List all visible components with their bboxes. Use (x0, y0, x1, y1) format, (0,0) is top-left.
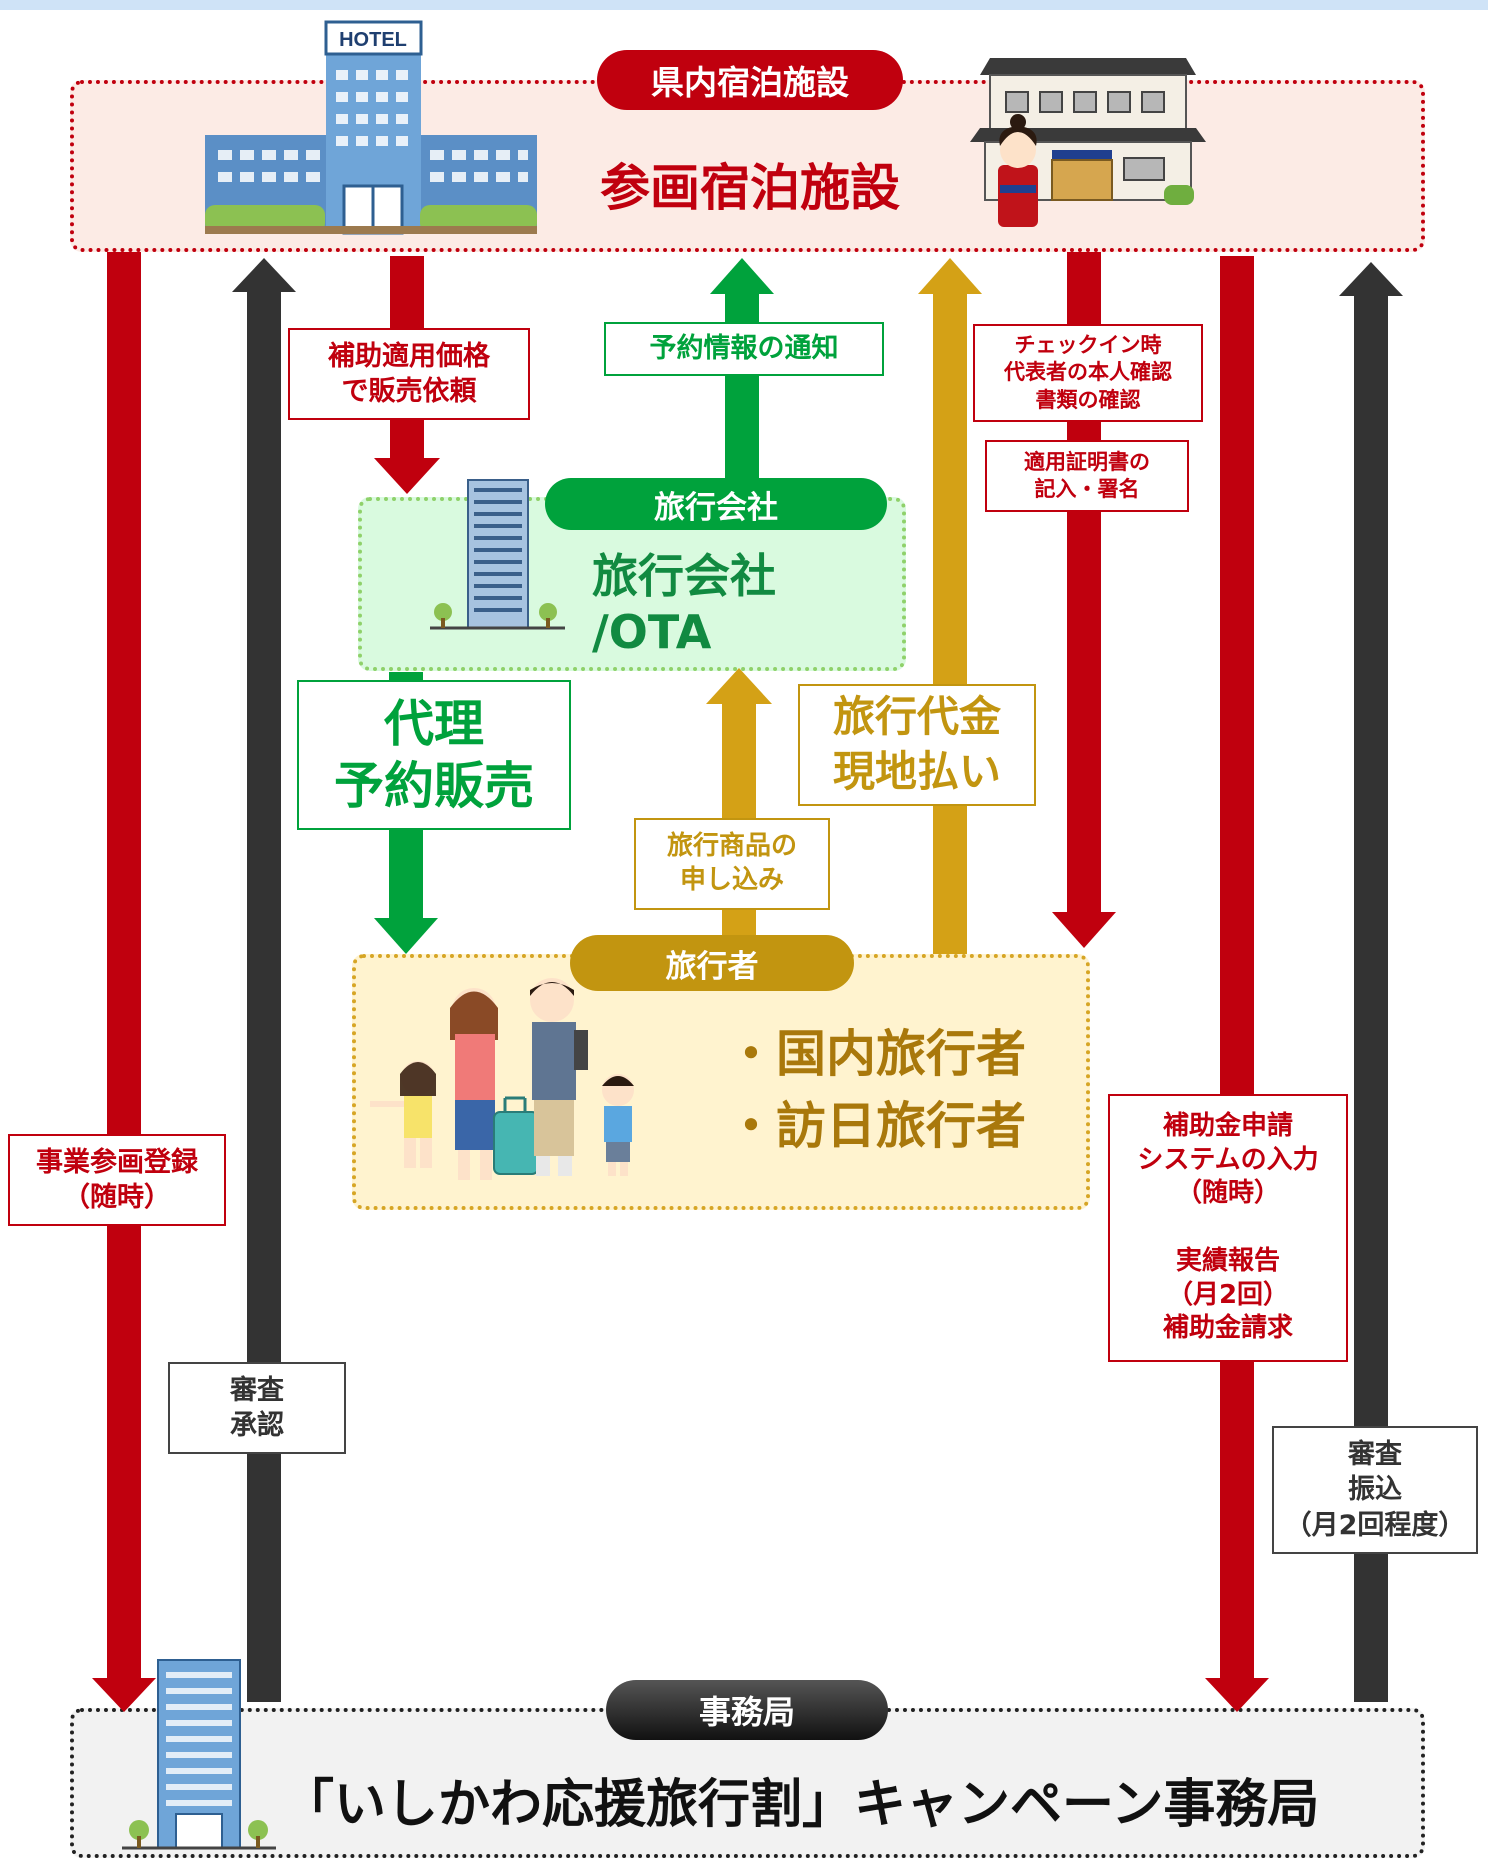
office-building-icon (430, 479, 565, 630)
arrow-approval (232, 258, 296, 1702)
arrow-registration (92, 252, 156, 1712)
product-application-label: 旅行商品の 申し込み (634, 818, 830, 910)
traveler-item-domestic: ・国内旅行者 (726, 1025, 1026, 1083)
arrow-subsidy (1205, 256, 1269, 1712)
agency-sales-label: 代理 予約販売 (297, 680, 571, 830)
local-payment-label: 旅行代金 現地払い (798, 684, 1036, 806)
family-travelers-icon (370, 978, 634, 1180)
secretariat-building-icon (122, 1659, 276, 1850)
participating-lodging-title: 参画宿泊施設 (600, 159, 900, 217)
traveler-item-inbound: ・訪日旅行者 (726, 1097, 1026, 1155)
secretariat-title: 「いしかわ応援旅行割」キャンペーン事務局 (282, 1775, 1320, 1835)
subsidy-application-label: 補助金申請 システムの入力 （随時） 実績報告 （月2回） 補助金請求 (1108, 1094, 1348, 1362)
traveler-list: ・国内旅行者 ・訪日旅行者 (726, 1018, 1026, 1162)
certificate-signature-label: 適用証明書の 記入・署名 (985, 440, 1189, 512)
reservation-notice-label: 予約情報の通知 (604, 322, 884, 376)
price-request-label: 補助適用価格 で販売依頼 (288, 328, 530, 420)
ryokan-icon (970, 58, 1206, 227)
review-approval-label: 審査 承認 (168, 1362, 346, 1454)
business-registration-label: 事業参画登録 （随時） (8, 1134, 226, 1226)
traveler-badge: 旅行者 (570, 935, 854, 991)
travel-agency-badge: 旅行会社 (545, 478, 887, 530)
top-accent-bar (0, 0, 1488, 10)
secretariat-badge: 事務局 (606, 1680, 888, 1740)
review-transfer-label: 審査 振込 （月2回程度） (1272, 1426, 1478, 1554)
travel-agency-title: 旅行会社 /OTA (592, 549, 776, 659)
hotel-sign-text: HOTEL (339, 29, 407, 51)
hotel-building-icon: HOTEL (205, 20, 537, 235)
arrow-local-payment (918, 258, 982, 954)
prefecture-lodging-badge: 県内宿泊施設 (597, 50, 903, 110)
checkin-confirmation-label: チェックイン時 代表者の本人確認 書類の確認 (973, 324, 1203, 422)
